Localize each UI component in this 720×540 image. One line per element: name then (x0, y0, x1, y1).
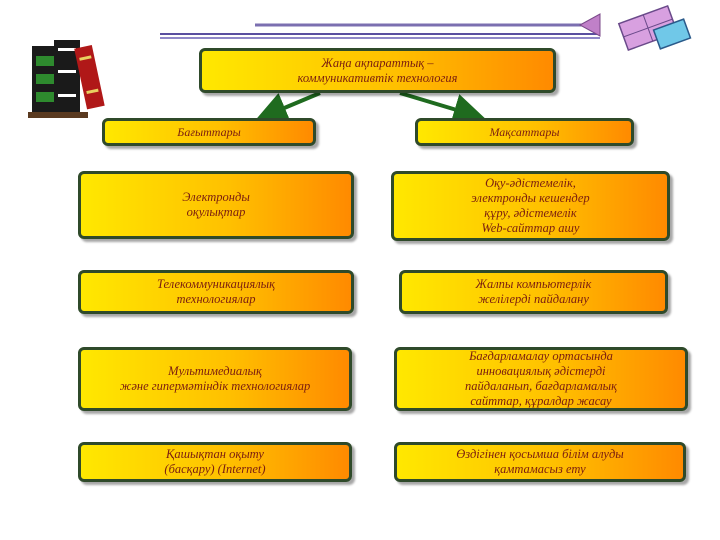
right-header: Мақсаттары (489, 124, 560, 139)
right-item-label: Бағдарламалау ортасында инновациялық әді… (465, 349, 617, 408)
left-item-label: Телекоммуникациялық технологиялар (156, 277, 275, 306)
right-item-label: Өздігінен қосымша білім алуды қамтамасыз… (456, 447, 624, 476)
left-item-label: Электронды оқулықтар (182, 190, 250, 219)
left-item-label: Қашықтан оқыту (басқару) (Internet) (164, 447, 266, 476)
right-item-label: Жалпы компьютерлік желілерді пайдалану (475, 277, 592, 306)
left-item-label: Мультимедиалық және гипермәтіндік технол… (119, 364, 311, 393)
left-header-box: Бағыттары (102, 118, 316, 146)
right-item-label: Оқу-әдістемелік, электронды кешендер құр… (471, 176, 590, 235)
left-item-box: Мультимедиалық және гипермәтіндік технол… (78, 347, 352, 411)
arrow-right (399, 91, 486, 125)
right-header-box: Мақсаттары (415, 118, 634, 146)
left-item-box: Қашықтан оқыту (басқару) (Internet) (78, 442, 352, 482)
left-item-box: Телекоммуникациялық технологиялар (78, 270, 354, 314)
main-title: Жаңа ақпараттық – коммуникативтік технол… (297, 55, 458, 85)
main-title-box: Жаңа ақпараттық – коммуникативтік технол… (199, 48, 556, 93)
left-item-box: Электронды оқулықтар (78, 171, 354, 239)
right-item-box: Жалпы компьютерлік желілерді пайдалану (399, 270, 668, 314)
right-item-box: Өздігінен қосымша білім алуды қамтамасыз… (394, 442, 686, 482)
arrow-left (255, 91, 321, 123)
right-item-box: Бағдарламалау ортасында инновациялық әді… (394, 347, 688, 411)
left-header: Бағыттары (177, 124, 241, 139)
right-item-box: Оқу-әдістемелік, электронды кешендер құр… (391, 171, 670, 241)
